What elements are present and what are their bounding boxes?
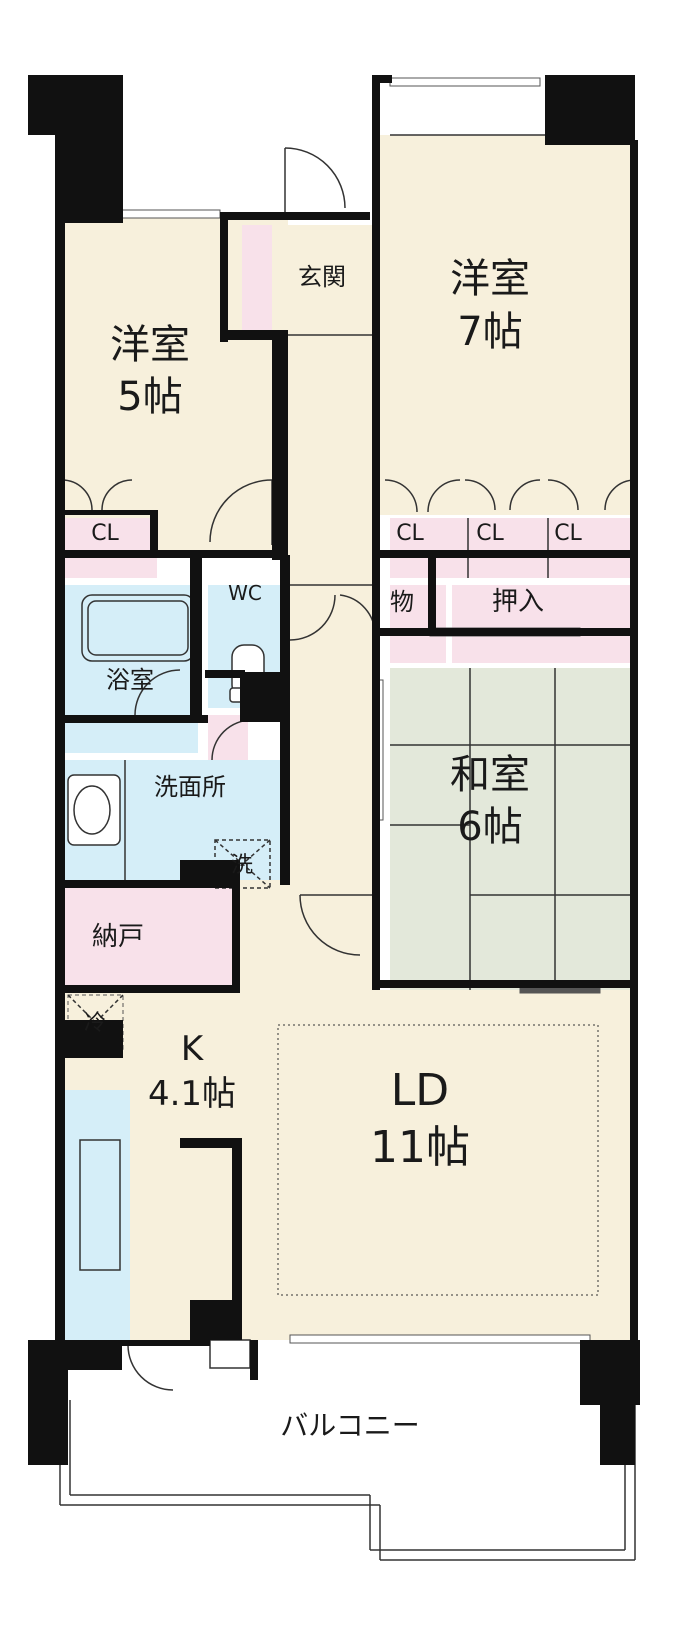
hallway-floor [288,335,380,895]
fridge-label: 冷 [84,1011,106,1036]
living-name: LD [391,1065,449,1116]
kitchen-name: K [181,1029,205,1069]
western-7-size: 7帖 [457,309,522,355]
closet-7-floor [390,518,635,578]
kitchen-size: 4.1帖 [148,1074,236,1114]
western-7-floor [380,135,635,515]
walls [28,75,640,1465]
closet-7a-label: CL [396,521,424,546]
entrance-floor [275,225,380,335]
entrance-label: 玄関 [298,263,346,291]
japanese-6-name: 和室 [450,752,530,798]
wall-niche-floor [208,715,248,760]
closet-7b-label: CL [476,521,504,546]
western-5-name: 洋室 [110,322,190,368]
wc-label: WC [228,581,262,605]
door-swings [61,147,636,1391]
washroom-label: 洗面所 [154,773,226,801]
room-fills [60,135,635,1340]
closet-5-floor [62,518,157,578]
living-floor [245,990,635,1340]
storage-small-floor [390,585,446,663]
western-7-name: 洋室 [450,256,530,302]
storage-small-label: 物 [390,588,414,616]
washer-label: 洗 [231,853,253,878]
tatami-floor [390,668,635,990]
bath-label: 浴室 [106,666,154,694]
counter-area [62,1090,130,1340]
oshiire-label: 押入 [492,587,544,617]
western-5-size: 5帖 [117,374,182,420]
storage-room-floor [62,885,240,990]
closet-7c-label: CL [554,521,582,546]
living-size: 11帖 [370,1122,470,1173]
balcony-label: バルコニー [280,1409,419,1442]
oshiire-floor [452,585,635,663]
hall-lower-floor [230,880,380,990]
storage-room-label: 納戸 [92,922,144,952]
closet-5-label: CL [91,521,119,546]
entrance-shoebox [242,225,272,335]
japanese-6-size: 6帖 [457,804,522,850]
labels: 洋室 5帖 洋室 7帖 玄関 CL CL CL CL WC 物 押入 浴室 洗面… [84,256,583,1442]
